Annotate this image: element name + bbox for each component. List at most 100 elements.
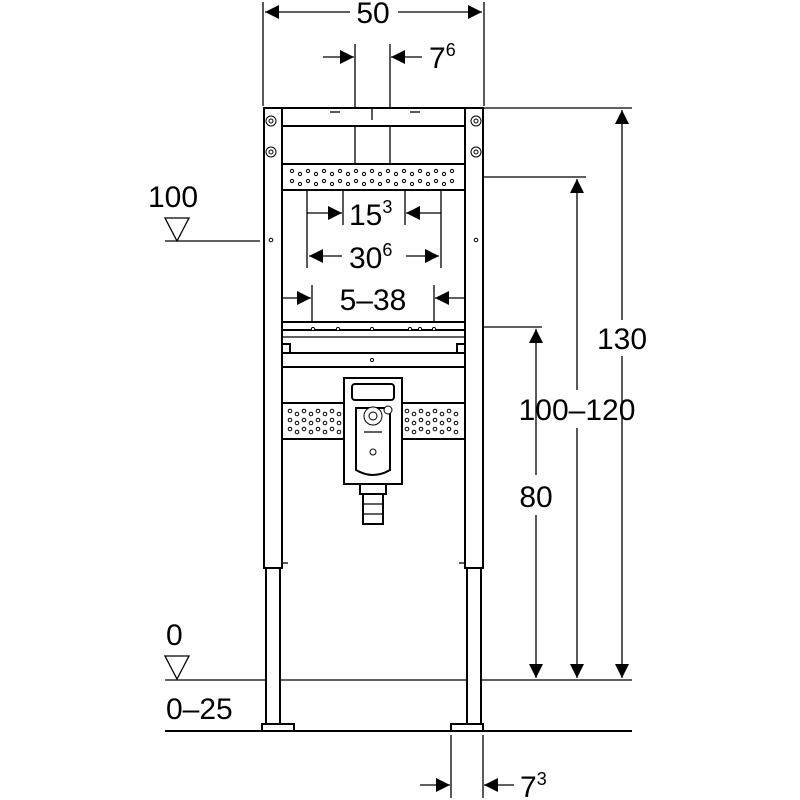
perforation-hole: [287, 408, 293, 414]
perforation-hole: [329, 171, 335, 177]
height-130-dimension: 130: [597, 110, 647, 678]
perforation-hole: [409, 181, 415, 187]
perforation-hole: [377, 181, 383, 187]
perforation-hole: [411, 420, 417, 426]
perforation-hole: [336, 411, 342, 417]
spacing-30-dimension: 306: [306, 190, 442, 275]
perforation-hole: [433, 178, 439, 184]
perforation-hole: [418, 426, 424, 432]
height-range-label: 100–120: [519, 394, 636, 427]
perforation-hole: [425, 411, 431, 417]
level-100-marker: 100: [148, 181, 260, 243]
perforation-hole: [418, 408, 424, 414]
perforation-hole: [369, 168, 375, 174]
perforation-hole: [446, 426, 452, 432]
perforation-hole: [289, 168, 295, 174]
width-label: 50: [356, 0, 389, 30]
right-foot: [450, 723, 484, 732]
perforation-hole: [321, 168, 327, 174]
perforation-hole: [425, 171, 431, 177]
perforation-hole: [308, 420, 314, 426]
perforation-hole: [385, 168, 391, 174]
perforation-hole: [432, 408, 438, 414]
floor-range-label: 0–25: [166, 693, 233, 726]
height-80-label: 80: [519, 481, 552, 514]
spacing-15-dimension: 153: [307, 190, 441, 232]
right-upright: [464, 107, 484, 569]
perforation-hole: [401, 178, 407, 184]
mounting-rail-upper: [281, 163, 466, 191]
perforation-hole: [361, 181, 367, 187]
perforation-hole: [393, 171, 399, 177]
perforation-hole: [446, 417, 452, 423]
perforation-hole: [425, 429, 431, 435]
left-leg: [265, 567, 281, 727]
level-0-label: 0: [166, 619, 183, 652]
perforation-hole: [441, 181, 447, 187]
perforation-hole: [385, 178, 391, 184]
perforation-hole: [453, 411, 459, 417]
perforation-hole: [294, 420, 300, 426]
perforation-hole: [432, 417, 438, 423]
frame-uprights: [261, 107, 484, 732]
spacing-15-label: 153: [349, 197, 392, 232]
perforation-hole: [294, 429, 300, 435]
mid-crossbar: [281, 321, 466, 368]
perforation-hole: [446, 408, 452, 414]
perforation-hole: [404, 417, 410, 423]
range-5-38-label: 5–38: [340, 284, 407, 317]
perforation-hole: [361, 171, 367, 177]
perforation-hole: [411, 411, 417, 417]
perforation-hole: [315, 426, 321, 432]
perforation-hole: [453, 420, 459, 426]
perforation-hole: [301, 417, 307, 423]
height-range-dimension: 100–120: [519, 179, 636, 678]
perforation-hole: [297, 171, 303, 177]
perforation-hole: [315, 408, 321, 414]
offset-top-dimension: 76: [323, 40, 456, 165]
perforation-hole: [439, 429, 445, 435]
perforation-hole: [345, 181, 351, 187]
perforation-hole: [294, 411, 300, 417]
perforation-hole: [417, 178, 423, 184]
perforation-hole: [425, 181, 431, 187]
perforation-hole: [449, 178, 455, 184]
perforation-hole: [287, 417, 293, 423]
perforation-hole: [313, 171, 319, 177]
perforation-hole: [425, 420, 431, 426]
perforation-hole: [337, 178, 343, 184]
perforation-hole: [409, 171, 415, 177]
perforation-hole: [308, 411, 314, 417]
drain-connector: [343, 377, 403, 525]
perforation-hole: [329, 181, 335, 187]
perforation-hole: [353, 178, 359, 184]
perforation-hole: [345, 171, 351, 177]
perforation-hole: [329, 408, 335, 414]
perforation-hole: [308, 429, 314, 435]
perforation-hole: [321, 178, 327, 184]
foot-offset-dimension: 73: [420, 735, 547, 800]
perforation-hole: [404, 426, 410, 432]
perforation-hole: [432, 426, 438, 432]
perforation-hole: [411, 429, 417, 435]
perforation-hole: [336, 420, 342, 426]
perforation-hole: [369, 178, 375, 184]
perforation-hole: [313, 181, 319, 187]
perforation-hole: [401, 168, 407, 174]
perforation-hole: [301, 426, 307, 432]
mounting-rail-lower: [281, 402, 466, 440]
left-upright: [263, 107, 283, 569]
range-5-38-dimension: 5–38: [283, 284, 466, 322]
perforation-hole: [418, 417, 424, 423]
perforation-hole: [433, 168, 439, 174]
perforation-hole: [439, 420, 445, 426]
height-80-dimension: 80: [519, 329, 553, 678]
perforation-hole: [393, 181, 399, 187]
perforation-hole: [337, 168, 343, 174]
perforation-hole: [439, 411, 445, 417]
perforation-hole: [322, 420, 328, 426]
perforation-hole: [329, 417, 335, 423]
perforation-hole: [287, 426, 293, 432]
